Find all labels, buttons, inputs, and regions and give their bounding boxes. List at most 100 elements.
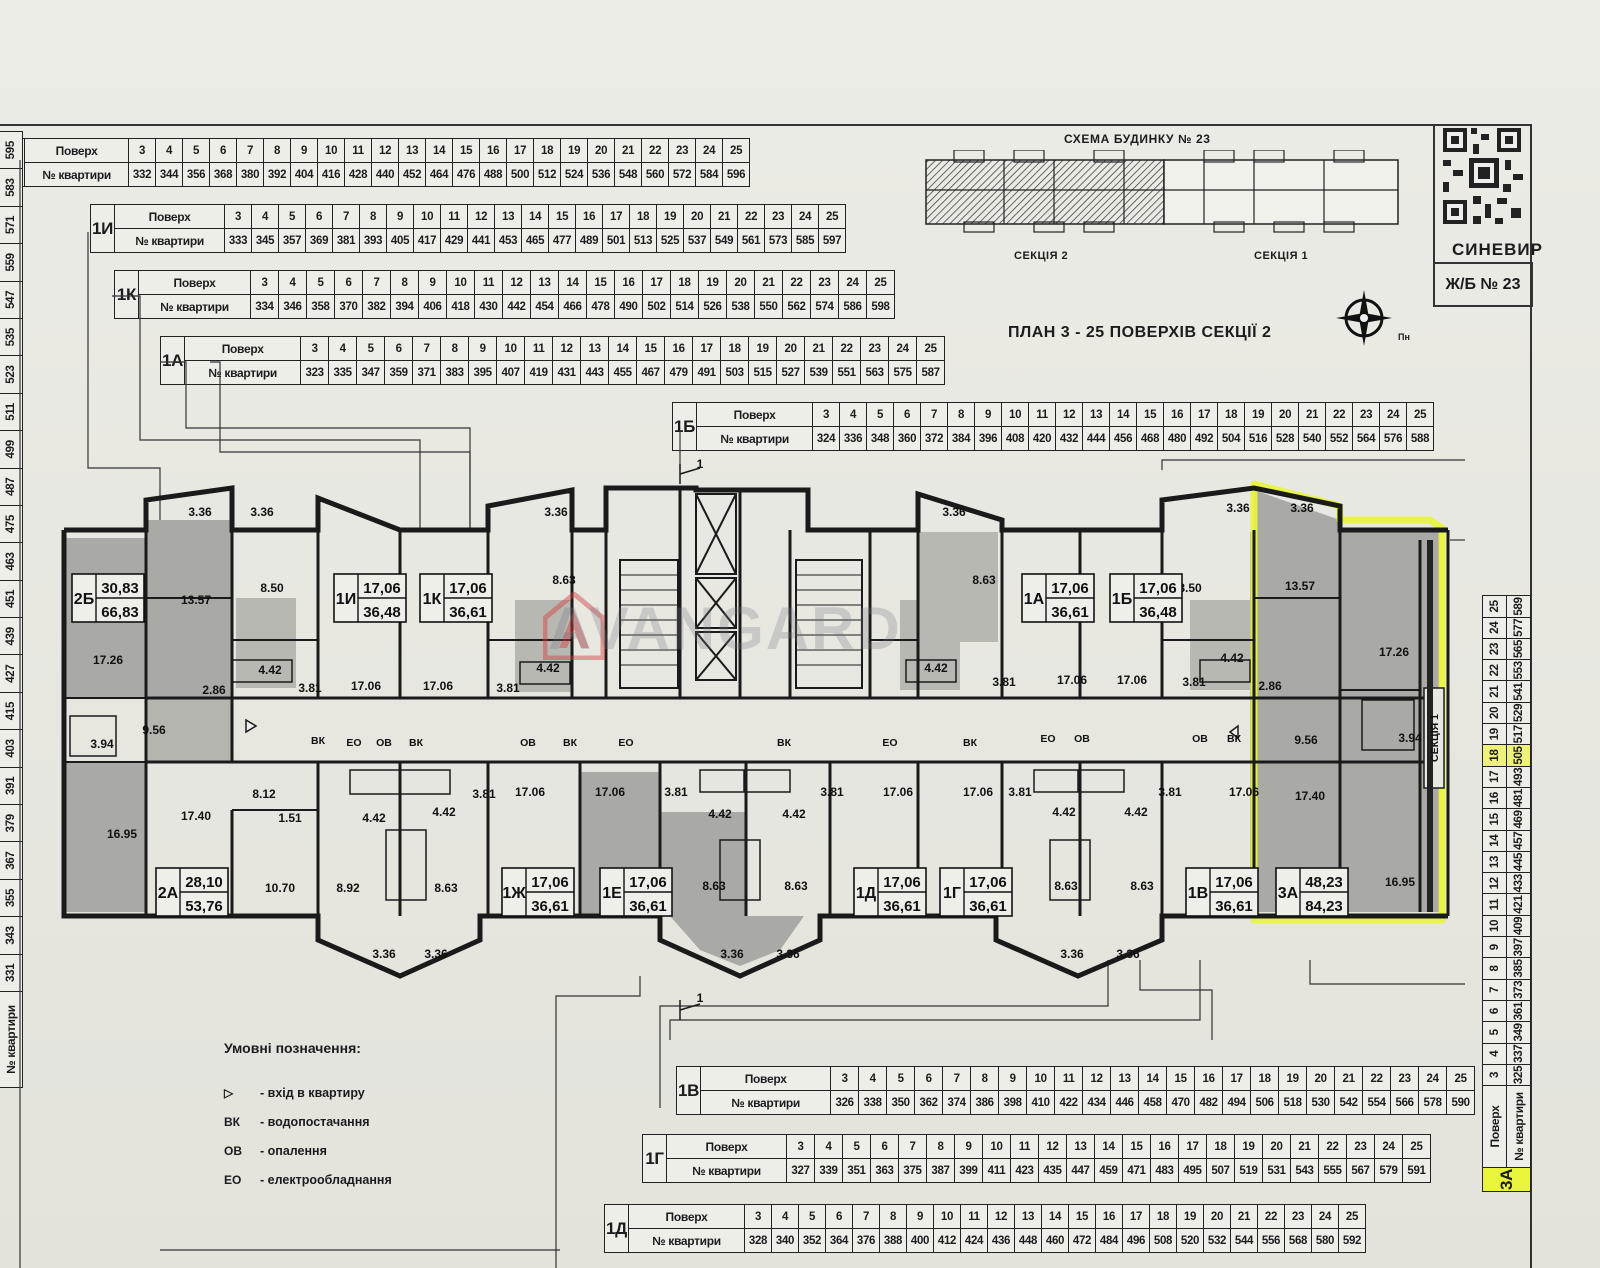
- apartment-code: 3А: [1278, 885, 1299, 902]
- floor-cell: 9: [998, 1066, 1028, 1091]
- room-area-label: 4.42: [782, 807, 806, 821]
- apt-number-cell: 430: [474, 294, 503, 319]
- apartment-living-area: 17,06: [1051, 580, 1089, 597]
- floor-cell: 7: [852, 1204, 880, 1229]
- apt-number-cell: 520: [1176, 1228, 1204, 1253]
- qr-block: [1433, 124, 1533, 262]
- room-area-label: 4.42: [1220, 651, 1244, 665]
- apt-number-cell: 471: [1122, 1158, 1151, 1183]
- floor-cell: 9: [954, 1134, 983, 1159]
- floor-cell: 18: [1217, 402, 1246, 427]
- floor-cell: 11: [524, 336, 554, 361]
- table-apt-header: № квартири: [700, 1090, 832, 1115]
- apt-number-cell: 476: [452, 162, 481, 187]
- apt-number-cell: 508: [1149, 1228, 1177, 1253]
- apartment-code: 1Д: [856, 885, 877, 902]
- floor-cell: 6: [209, 138, 238, 163]
- building-scheme: [925, 150, 1399, 233]
- apt-number-cell: 435: [1038, 1158, 1067, 1183]
- apartment-code: 2Б: [74, 591, 94, 608]
- apt-number-cell: 406: [418, 294, 447, 319]
- apt-number-cell: 443: [580, 360, 610, 385]
- floor-cell: 11: [1010, 1134, 1039, 1159]
- apt-number-cell: 504: [1217, 426, 1246, 451]
- table-apt-header: № квартири: [114, 228, 226, 253]
- room-area-label: 17.06: [595, 785, 625, 799]
- floor-cell: 25: [1338, 1204, 1366, 1229]
- apt-number-cell: 334: [250, 294, 279, 319]
- floor-cell: 25: [818, 204, 847, 229]
- apt-number-cell: 484: [1095, 1228, 1123, 1253]
- apt-number-cell: 579: [1374, 1158, 1403, 1183]
- floor-cell: 20: [683, 204, 712, 229]
- room-area-label: 9.56: [142, 723, 166, 737]
- floor-cell: 21: [1290, 1134, 1319, 1159]
- balcony-area-label: 3.36: [1226, 501, 1250, 515]
- heating-label: ОВ: [1192, 733, 1208, 745]
- apt-number-cell: 458: [1138, 1090, 1168, 1115]
- apt-number-cell: 452: [398, 162, 427, 187]
- floor-cell: 5: [866, 402, 895, 427]
- floor-cell: 25: [722, 138, 751, 163]
- apt-number-cell: 580: [1311, 1228, 1339, 1253]
- floor-cell: 14: [425, 138, 454, 163]
- apt-number-cell: 374: [942, 1090, 972, 1115]
- room-area-label: 17.40: [181, 809, 211, 823]
- room-area-label: 8.63: [552, 573, 576, 587]
- apt-number-cell: 418: [446, 294, 475, 319]
- floor-cell: 15: [452, 138, 481, 163]
- apt-number-cell: 395: [468, 360, 498, 385]
- floor-cell: 18: [629, 204, 658, 229]
- apt-number-cell: 384: [947, 426, 976, 451]
- floor-cell: 8: [926, 1134, 955, 1159]
- water-supply-label: ВК: [777, 737, 792, 749]
- apt-number-cell: 326: [830, 1090, 860, 1115]
- apt-number-cell: 408: [1001, 426, 1030, 451]
- apartment-code: 1Ж: [502, 885, 526, 902]
- apt-number-cell: 591: [1402, 1158, 1431, 1183]
- apt-number-cell: 598: [866, 294, 895, 319]
- floor-cell: 18: [670, 270, 699, 295]
- table-floor-header: Поверх: [114, 204, 226, 229]
- floor-cell: 21: [754, 270, 783, 295]
- room-area-label: 2.86: [1258, 679, 1282, 693]
- apartment-code: 2А: [158, 885, 179, 902]
- apt-number-cell: 568: [1284, 1228, 1312, 1253]
- floor-cell: 21: [1298, 402, 1327, 427]
- apt-number-cell: 454: [530, 294, 559, 319]
- apt-number-cell: 597: [818, 228, 847, 253]
- floor-cell: 9: [386, 204, 415, 229]
- room-area-label: 3.94: [1398, 731, 1422, 745]
- room-area-label: 3.94: [90, 737, 114, 751]
- apt-number-cell: 453: [494, 228, 523, 253]
- apt-number-cell: 554: [1362, 1090, 1392, 1115]
- floor-cell: 15: [636, 336, 666, 361]
- balcony-area-label: 3.36: [720, 947, 744, 961]
- floor-cell: 7: [942, 1066, 972, 1091]
- legend-row-electric: ЕО- електрообладнання: [224, 1172, 392, 1187]
- apt-number-cell: 356: [182, 162, 211, 187]
- floor-cell: 16: [1163, 402, 1192, 427]
- floor-cell: 8: [359, 204, 388, 229]
- room-area-label: 13.57: [181, 593, 211, 607]
- apt-number-cell: 364: [825, 1228, 853, 1253]
- room-area-label: 4.42: [432, 805, 456, 819]
- apt-number-cell: 561: [737, 228, 766, 253]
- apt-number-cell: 470: [1166, 1090, 1196, 1115]
- floor-cell: 12: [371, 138, 400, 163]
- balcony-area-label: 3.36: [544, 505, 568, 519]
- apt-number-cell: 537: [683, 228, 712, 253]
- floor-cell: 15: [548, 204, 577, 229]
- room-area-label: 1.51: [278, 811, 302, 825]
- apt-number-cell: 412: [933, 1228, 961, 1253]
- apt-number-cell: 372: [920, 426, 949, 451]
- apt-number-cell: 428: [344, 162, 373, 187]
- apt-number-cell: 525: [656, 228, 685, 253]
- brand-name: СИНЕВИР: [1452, 240, 1543, 259]
- apartment-code: 1Г: [943, 885, 961, 902]
- table-apt-header: № квартири: [628, 1228, 745, 1253]
